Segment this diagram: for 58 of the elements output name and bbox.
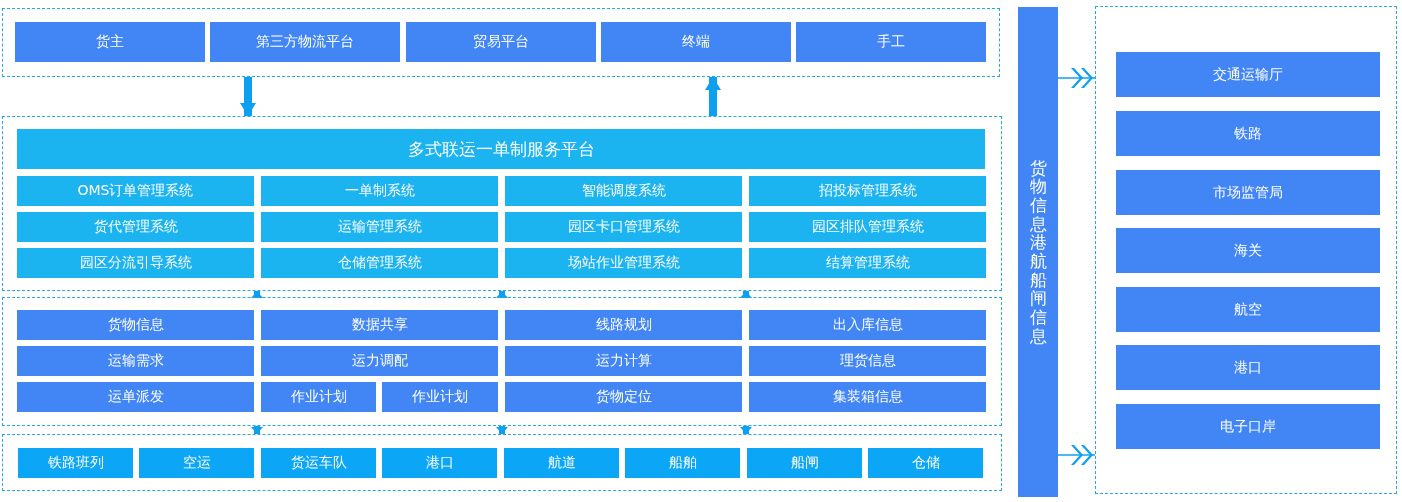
system-box: 货代管理系统 [17, 212, 254, 242]
data-box: 出入库信息 [749, 310, 986, 340]
system-box: 场站作业管理系统 [505, 248, 742, 278]
arrow [251, 426, 263, 434]
group-frame [2, 434, 1002, 491]
agency-box: 铁路 [1116, 111, 1380, 156]
data-box: 数据共享 [261, 310, 498, 340]
data-box: 作业计划 [261, 382, 376, 412]
system-box: 园区卡口管理系统 [505, 212, 742, 242]
data-box: 货物定位 [505, 382, 742, 412]
source-box: 货主 [15, 22, 205, 62]
data-box: 运力调配 [261, 346, 498, 376]
arrow [740, 426, 752, 434]
source-box: 第三方物流平台 [210, 22, 400, 62]
agency-box: 交通运输厅 [1116, 52, 1380, 97]
arrow [740, 291, 752, 298]
data-box: 运力计算 [505, 346, 742, 376]
group-frame [2, 8, 1000, 77]
system-box: 园区分流引导系统 [17, 248, 254, 278]
data-box: 运输需求 [17, 346, 254, 376]
resource-box: 船闸 [747, 448, 862, 478]
data-box: 线路规划 [505, 310, 742, 340]
platform-box: 多式联运一单制服务平台 [17, 129, 985, 169]
data-box: 作业计划 [382, 382, 498, 412]
vertical-bar: 货物信息港航船闸信息 [1018, 7, 1058, 497]
resource-box: 仓储 [868, 448, 983, 478]
system-box: 招投标管理系统 [749, 176, 986, 206]
resource-box: 货运车队 [261, 448, 376, 478]
source-box: 贸易平台 [406, 22, 596, 62]
arrow [251, 291, 263, 298]
agency-box: 海关 [1116, 228, 1380, 273]
system-box: OMS订单管理系统 [17, 176, 254, 206]
agency-box: 市场监管局 [1116, 170, 1380, 215]
agency-box: 电子口岸 [1116, 404, 1380, 449]
data-box: 运单派发 [17, 382, 254, 412]
arrow [496, 291, 508, 298]
resource-box: 铁路班列 [18, 448, 133, 478]
arrow [496, 426, 508, 434]
group-frame [2, 297, 1002, 426]
agency-box: 航空 [1116, 287, 1380, 332]
system-box: 一单制系统 [261, 176, 498, 206]
resource-box: 港口 [382, 448, 497, 478]
group-frame [2, 116, 1002, 291]
agency-box: 港口 [1116, 345, 1380, 390]
source-box: 手工 [796, 22, 986, 62]
system-box: 园区排队管理系统 [749, 212, 986, 242]
system-box: 智能调度系统 [505, 176, 742, 206]
data-box: 集装箱信息 [749, 382, 986, 412]
data-box: 理货信息 [749, 346, 986, 376]
source-box: 终端 [601, 22, 791, 62]
data-box: 货物信息 [17, 310, 254, 340]
system-box: 运输管理系统 [261, 212, 498, 242]
system-box: 结算管理系统 [749, 248, 986, 278]
system-box: 仓储管理系统 [261, 248, 498, 278]
group-frame [1095, 6, 1397, 494]
resource-box: 空运 [139, 448, 254, 478]
resource-box: 航道 [504, 448, 619, 478]
resource-box: 船舶 [625, 448, 740, 478]
